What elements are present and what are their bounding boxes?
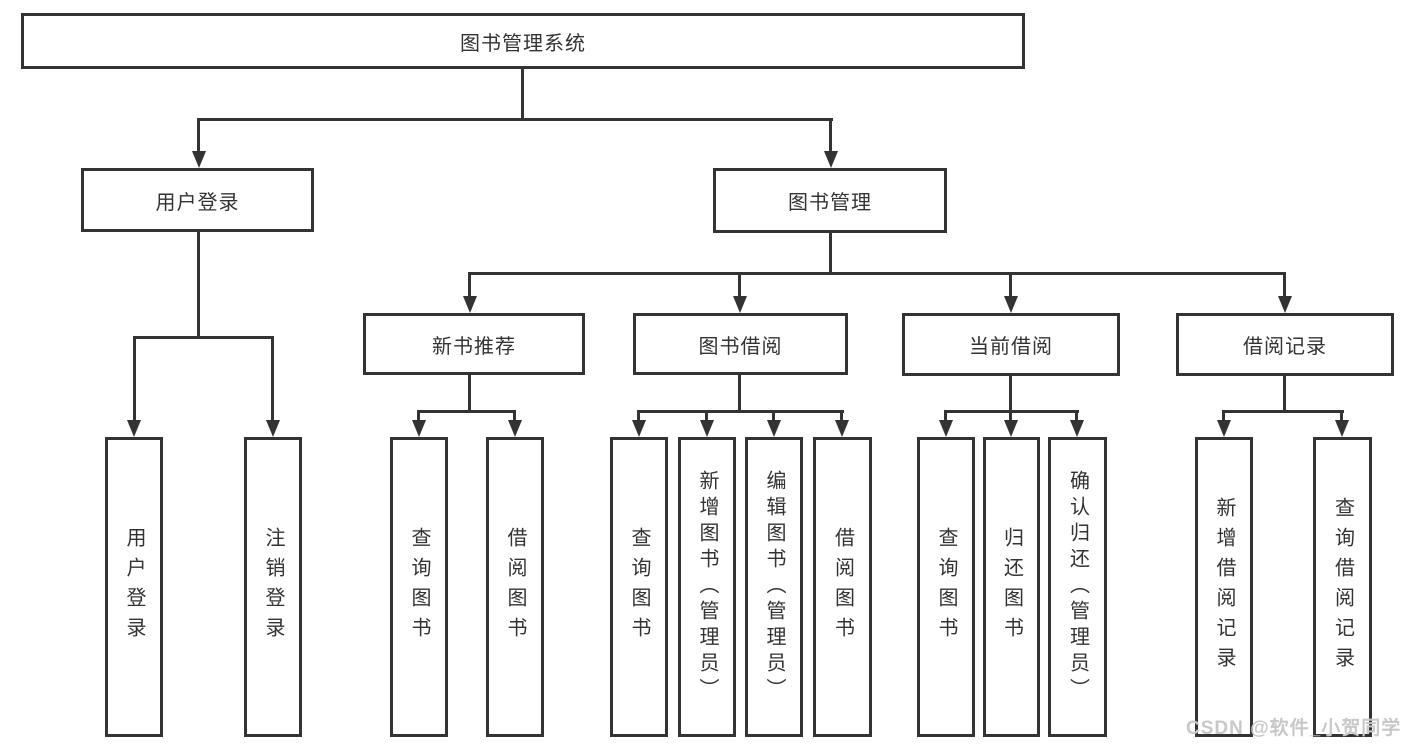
connector-book-borrowing-stem xyxy=(738,375,741,410)
arrowhead-down-icon xyxy=(1070,420,1084,437)
leaf-confirm-return-admin-label: 确认归还（管理员） xyxy=(1066,470,1089,704)
connector-line xyxy=(271,336,274,422)
arrowhead-down-icon xyxy=(463,296,477,313)
arrowhead-down-icon xyxy=(266,420,280,437)
connector-line xyxy=(637,410,640,422)
connector-line xyxy=(772,410,775,422)
leaf-return-book-label: 归还图书 xyxy=(1000,527,1023,647)
arrowhead-down-icon xyxy=(1335,420,1349,437)
connector-line xyxy=(468,272,471,300)
node-user-login: 用户登录 xyxy=(81,168,314,232)
connector-current-borrowing-stem xyxy=(1009,376,1012,410)
leaf-user-login-label: 用户登录 xyxy=(123,527,145,647)
leaf-user-login: 用户登录 xyxy=(105,437,163,737)
leaf-add-borrow-record-label: 新增借阅记录 xyxy=(1213,497,1235,677)
arrowhead-down-icon xyxy=(127,420,141,437)
leaf-add-book-admin-label: 新增图书（管理员） xyxy=(696,470,718,704)
node-book-borrowing: 图书借阅 xyxy=(633,313,848,375)
leaf-add-book-admin: 新增图书（管理员） xyxy=(678,437,736,737)
leaf-confirm-return-admin: 确认归还（管理员） xyxy=(1048,437,1107,737)
arrowhead-down-icon xyxy=(1004,296,1018,313)
arrowhead-down-icon xyxy=(632,420,646,437)
arrowhead-down-icon xyxy=(192,151,206,168)
leaf-logout-label: 注销登录 xyxy=(262,527,284,647)
connector-book-borrowing-crossbar xyxy=(637,410,844,413)
connector-line xyxy=(829,118,832,154)
leaf-edit-book-admin: 编辑图书（管理员） xyxy=(745,437,803,737)
connector-line xyxy=(1009,272,1012,300)
arrowhead-down-icon xyxy=(1004,420,1018,437)
node-new-book-recommend-label: 新书推荐 xyxy=(432,335,516,358)
connector-book-management-stem xyxy=(829,233,832,272)
connector-line xyxy=(1075,410,1078,422)
leaf-query-borrow-record: 查询借阅记录 xyxy=(1313,437,1372,737)
node-current-borrowing-label: 当前借阅 xyxy=(969,336,1053,358)
connector-line xyxy=(1222,410,1225,422)
connector-root-stem xyxy=(521,69,524,118)
leaf-query-book-recommend: 查询图书 xyxy=(390,437,448,737)
leaf-borrow-book-borrowing-label: 借阅图书 xyxy=(831,527,854,647)
leaf-borrow-book-borrowing: 借阅图书 xyxy=(813,437,872,737)
connector-line xyxy=(705,410,708,422)
connector-new-book-stem xyxy=(468,375,471,410)
leaf-query-book-borrowing-label: 查询图书 xyxy=(628,527,650,647)
connector-line xyxy=(513,410,516,422)
connector-line xyxy=(738,272,741,300)
node-borrow-records-label: 借阅记录 xyxy=(1243,336,1327,358)
leaf-borrow-book-recommend: 借阅图书 xyxy=(486,437,544,737)
node-root-label: 图书管理系统 xyxy=(460,32,586,55)
arrowhead-down-icon xyxy=(1278,296,1292,313)
node-root: 图书管理系统 xyxy=(21,13,1025,69)
connector-line xyxy=(1340,410,1343,422)
node-book-management: 图书管理 xyxy=(713,168,947,233)
connector-root-crossbar xyxy=(197,118,833,121)
arrowhead-down-icon xyxy=(835,420,849,437)
connector-borrow-records-crossbar xyxy=(1222,410,1344,413)
leaf-borrow-book-recommend-label: 借阅图书 xyxy=(504,527,526,647)
node-current-borrowing: 当前借阅 xyxy=(902,313,1120,376)
node-user-login-label: 用户登录 xyxy=(155,191,240,214)
connector-line xyxy=(197,118,200,154)
leaf-query-book-current-label: 查询图书 xyxy=(935,527,957,647)
arrowhead-down-icon xyxy=(412,420,426,437)
connector-user-login-stem xyxy=(197,232,200,336)
leaf-query-book-recommend-label: 查询图书 xyxy=(408,527,430,647)
arrowhead-down-icon xyxy=(767,420,781,437)
connector-line xyxy=(1283,272,1286,300)
arrowhead-down-icon xyxy=(824,151,838,168)
leaf-add-borrow-record: 新增借阅记录 xyxy=(1195,437,1253,737)
connector-new-book-crossbar xyxy=(417,410,516,413)
csdn-watermark: CSDN @软件_小贺同学 xyxy=(1186,718,1402,739)
connector-line xyxy=(417,410,420,422)
connector-borrow-records-stem xyxy=(1283,376,1286,410)
arrowhead-down-icon xyxy=(939,420,953,437)
arrowhead-down-icon xyxy=(700,420,714,437)
leaf-logout: 注销登录 xyxy=(244,437,302,737)
leaf-edit-book-admin-label: 编辑图书（管理员） xyxy=(763,470,785,704)
leaf-query-book-borrowing: 查询图书 xyxy=(610,437,668,737)
connector-line xyxy=(840,410,843,422)
connector-line xyxy=(133,336,136,422)
node-book-management-label: 图书管理 xyxy=(788,192,872,214)
connector-line xyxy=(1009,410,1012,422)
connector-user-login-crossbar xyxy=(133,336,274,339)
node-borrow-records: 借阅记录 xyxy=(1176,313,1394,376)
arrowhead-down-icon xyxy=(733,296,747,313)
leaf-query-borrow-record-label: 查询借阅记录 xyxy=(1331,497,1354,677)
leaf-query-book-current: 查询图书 xyxy=(917,437,975,737)
connector-book-management-crossbar xyxy=(468,272,1285,275)
arrowhead-down-icon xyxy=(1217,420,1231,437)
leaf-return-book: 归还图书 xyxy=(983,437,1040,737)
node-book-borrowing-label: 图书借阅 xyxy=(698,335,783,358)
node-new-book-recommend: 新书推荐 xyxy=(363,313,585,375)
connector-line xyxy=(944,410,947,422)
arrowhead-down-icon xyxy=(508,420,522,437)
